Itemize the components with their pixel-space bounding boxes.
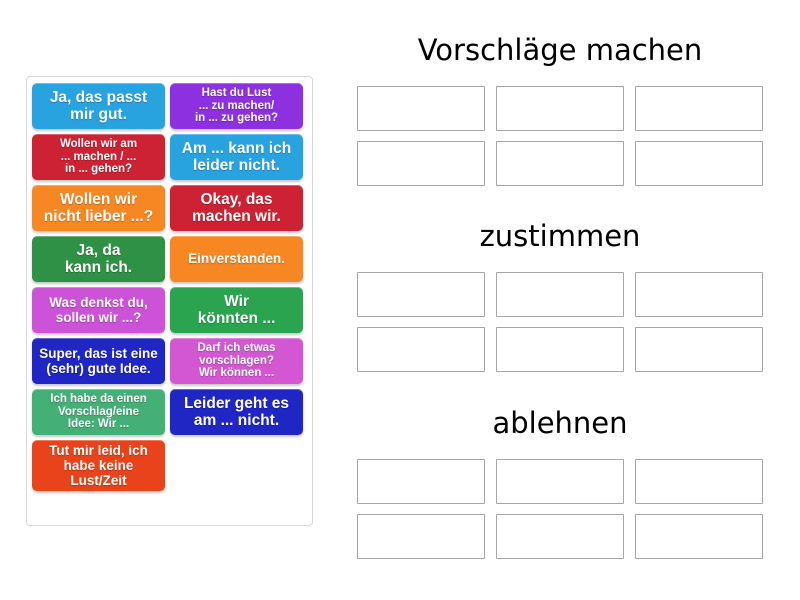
answer-tile-label: Wir könnten ... [197, 292, 276, 327]
drop-slot[interactable] [496, 86, 624, 131]
drop-slot[interactable] [496, 272, 624, 317]
drop-zone-1[interactable]: zustimmen [357, 222, 763, 372]
answer-tile-label: Ich habe da einen Vorschlag/eine Idee: W… [50, 392, 147, 431]
answer-tile-label: Wollen wir am ... machen / ... in ... ge… [59, 137, 138, 176]
answer-tile-label: Wollen wir nicht lieber ...? [43, 190, 154, 225]
drop-slot[interactable] [496, 459, 624, 504]
drop-slot[interactable] [357, 272, 485, 317]
answer-tile[interactable]: Was denkst du, sollen wir ...? [32, 287, 165, 333]
drop-slot[interactable] [496, 141, 624, 186]
drop-slot[interactable] [496, 327, 624, 372]
answer-tile-label: Darf ich etwas vorschlagen? Wir können .… [197, 341, 276, 380]
drop-slot[interactable] [635, 327, 763, 372]
drop-slot-grid-2 [357, 459, 763, 559]
answer-tile-label: Tut mir leid, ich habe keine Lust/Zeit [49, 443, 148, 489]
drop-slot[interactable] [357, 86, 485, 131]
answer-tile[interactable]: Am ... kann ich leider nicht. [170, 134, 303, 180]
answer-tile-label: Super, das ist eine (sehr) gute Idee. [39, 345, 158, 376]
drop-slot[interactable] [357, 459, 485, 504]
drop-slot[interactable] [635, 141, 763, 186]
answer-tile[interactable]: Hast du Lust ... zu machen/ in ... zu ge… [170, 83, 303, 129]
drop-slot-grid-0 [357, 86, 763, 186]
answer-tile-label: Einverstanden. [188, 251, 285, 267]
answer-tile[interactable]: Wir könnten ... [170, 287, 303, 333]
drop-slot[interactable] [496, 514, 624, 559]
answer-tile[interactable]: Ja, das passt mir gut. [32, 83, 165, 129]
drop-zone-title-1: zustimmen [479, 219, 641, 253]
drop-slot-grid-1 [357, 272, 763, 372]
answer-tile[interactable]: Super, das ist eine (sehr) gute Idee. [32, 338, 165, 384]
answer-tile-label: Okay, das machen wir. [192, 190, 281, 225]
drop-slot[interactable] [635, 86, 763, 131]
tile-pool[interactable]: Ja, das passt mir gut. Hast du Lust ... z… [26, 76, 313, 526]
answer-tile-label: Ja, da kann ich. [64, 241, 133, 276]
drop-slot[interactable] [635, 272, 763, 317]
answer-tile[interactable]: Einverstanden. [170, 236, 303, 282]
drop-zone-2[interactable]: ablehnen [357, 409, 763, 559]
drop-slot[interactable] [357, 327, 485, 372]
drop-slot[interactable] [357, 514, 485, 559]
drop-slot[interactable] [635, 459, 763, 504]
drop-zone-0[interactable]: Vorschläge machen [357, 36, 763, 186]
drop-slot[interactable] [357, 141, 485, 186]
answer-tile-label: Ja, das passt mir gut. [49, 88, 148, 123]
answer-tile[interactable]: Wollen wir am ... machen / ... in ... ge… [32, 134, 165, 180]
answer-tile[interactable]: Leider geht es am ... nicht. [170, 389, 303, 435]
drop-zone-title-0: Vorschläge machen [417, 33, 703, 67]
answer-tile[interactable]: Okay, das machen wir. [170, 185, 303, 231]
answer-tile[interactable]: Tut mir leid, ich habe keine Lust/Zeit [32, 440, 165, 492]
answer-tile[interactable]: Darf ich etwas vorschlagen? Wir können .… [170, 338, 303, 384]
drop-zone-title-2: ablehnen [492, 406, 628, 440]
answer-tile[interactable]: Ich habe da einen Vorschlag/eine Idee: W… [32, 389, 165, 435]
answer-tile[interactable]: Ja, da kann ich. [32, 236, 165, 282]
answer-tile-label: Was denkst du, sollen wir ...? [49, 294, 148, 325]
answer-tile-label: Hast du Lust ... zu machen/ in ... zu ge… [194, 86, 279, 125]
answer-tile-label: Leider geht es am ... nicht. [183, 394, 290, 429]
drop-slot[interactable] [635, 514, 763, 559]
tile-pool-grid: Ja, das passt mir gut. Hast du Lust ... z… [32, 83, 307, 492]
answer-tile[interactable]: Wollen wir nicht lieber ...? [32, 185, 165, 231]
answer-tile-label: Am ... kann ich leider nicht. [181, 139, 292, 174]
